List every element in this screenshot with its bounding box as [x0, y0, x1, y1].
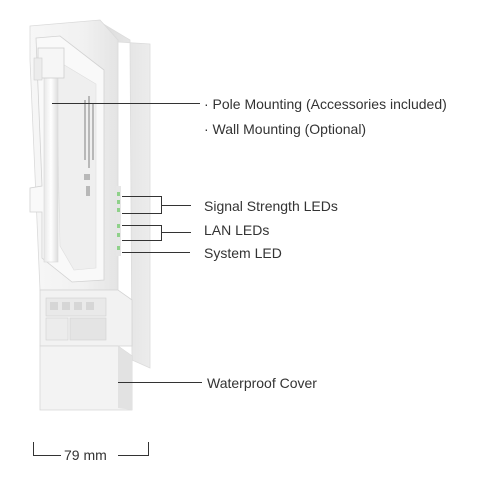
signal-strength-leds-label: Signal Strength LEDs — [204, 198, 338, 214]
system-led-leader — [122, 252, 190, 253]
dimension-tick-left — [33, 442, 34, 456]
signal-leds-bracket-bottom — [122, 213, 162, 214]
dimension-line-right — [118, 455, 148, 456]
lan-leds-leader — [161, 232, 191, 233]
pole-clamp-top — [37, 47, 65, 79]
signal-leds-bracket-top — [122, 196, 162, 197]
lan-leds-bracket-top — [122, 225, 162, 226]
led-strip — [116, 186, 121, 256]
signal-led-3 — [117, 208, 120, 212]
lan-led-1 — [117, 224, 120, 228]
waterproof-cover-leader — [118, 382, 202, 383]
ethernet-ports — [45, 297, 107, 341]
lan-led-2 — [117, 233, 120, 237]
pole-mounting-label: · Pole Mounting (Accessories included) — [204, 96, 447, 112]
pole-mounting-leader — [52, 103, 200, 104]
signal-leds-leader — [161, 205, 191, 206]
dimension-label: 79 mm — [64, 447, 107, 463]
signal-led-1 — [117, 192, 120, 196]
system-led — [117, 246, 120, 250]
lan-leds-bracket-vertical — [161, 225, 162, 241]
led-indicators — [117, 192, 120, 250]
dimension-tick-right — [148, 442, 149, 456]
system-led-label: System LED — [204, 245, 282, 261]
lan-leds-bracket-bottom — [122, 240, 162, 241]
dimension-line-left — [33, 455, 61, 456]
wall-mounting-label: · Wall Mounting (Optional) — [204, 121, 367, 137]
lan-leds-label: LAN LEDs — [204, 222, 270, 238]
waterproof-cover-label: Waterproof Cover — [207, 375, 317, 391]
mounting-pole — [43, 55, 59, 263]
product-label-marks — [84, 96, 94, 196]
waterproof-cover-side — [118, 346, 132, 410]
clamp-screw — [33, 57, 43, 81]
signal-led-2 — [117, 200, 120, 204]
